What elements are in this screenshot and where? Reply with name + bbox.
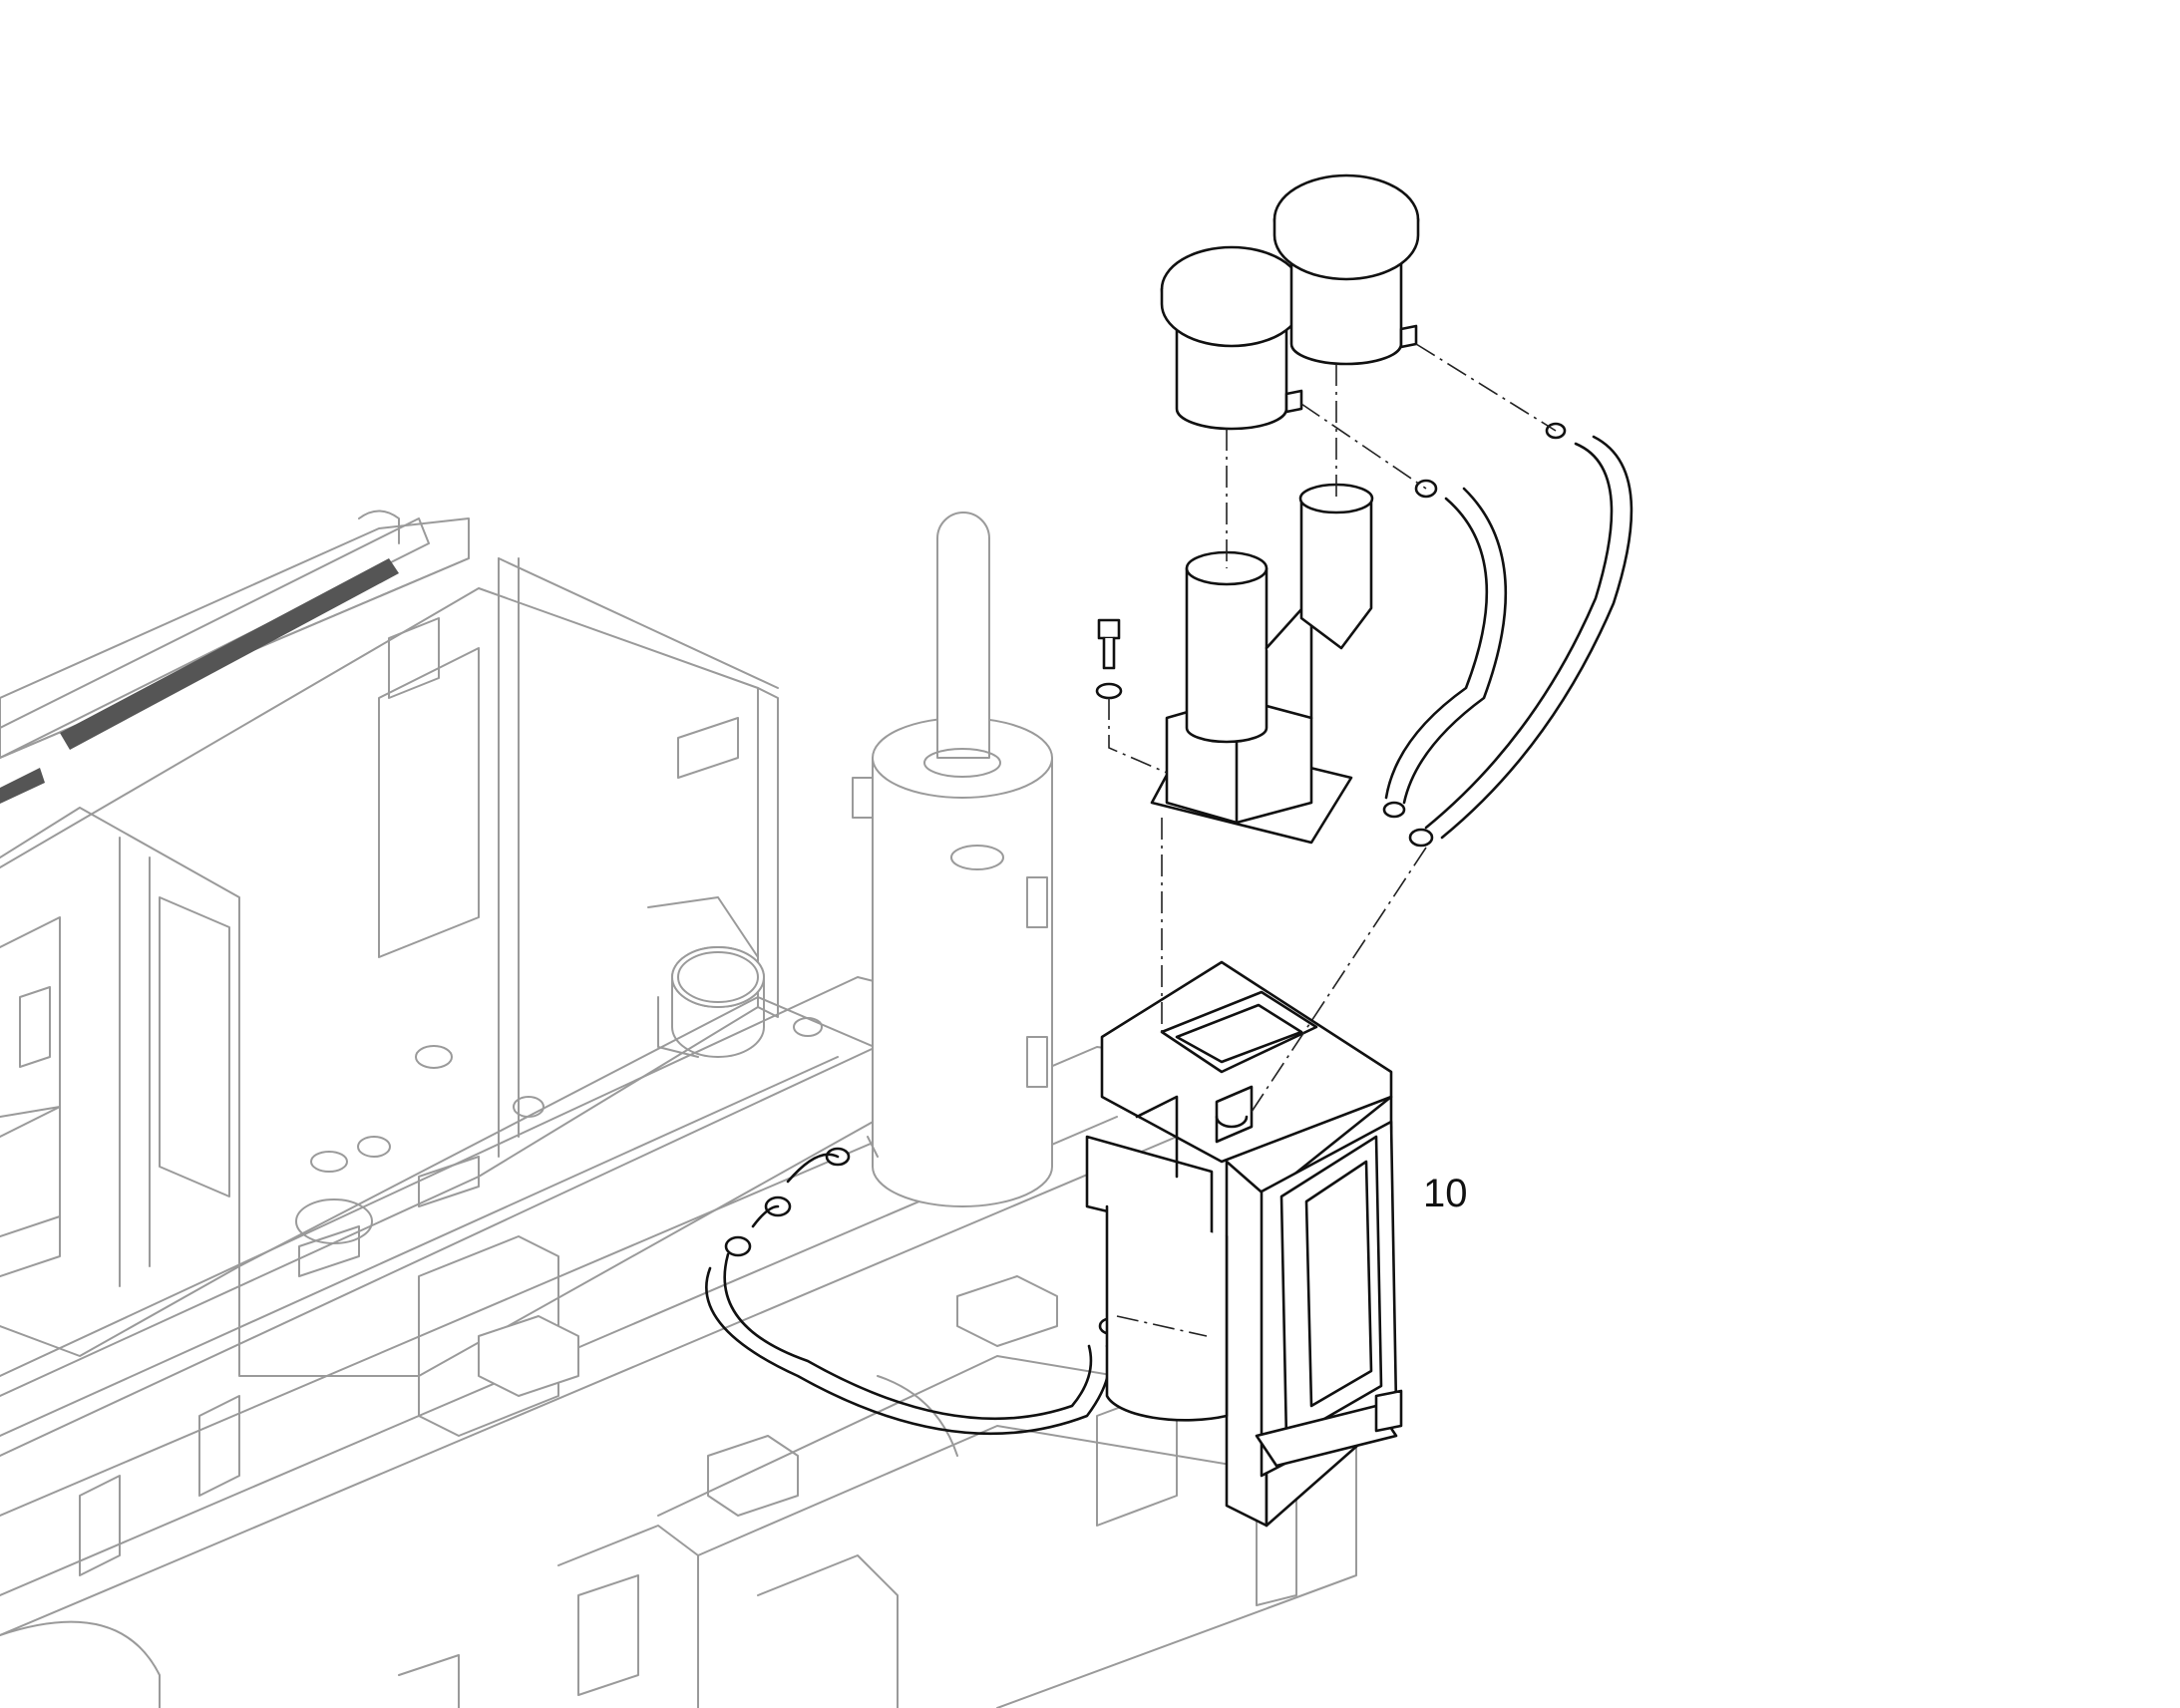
intake-cap-left (1160, 245, 1303, 431)
intake-cap-right (1272, 173, 1420, 366)
heater-hose-3 (705, 1252, 1111, 1436)
engine-hood-grille (0, 517, 430, 804)
callout-10: 10 (1423, 1172, 1468, 1215)
cab-heater-unit (1085, 960, 1403, 1528)
callout-label-cab-heater: 10 (1423, 1172, 1468, 1215)
cab-frame (0, 557, 779, 1397)
heater-hose-1 (1384, 487, 1508, 805)
heater-hose-2 (1424, 435, 1634, 840)
machine-frame-context (0, 510, 1357, 1708)
assembly-lines (1108, 343, 1557, 1337)
intake-duct (1150, 483, 1374, 845)
bolt (1095, 618, 1123, 700)
highlighted-parts (705, 173, 1634, 1528)
undercarriage (0, 976, 1357, 1708)
cab-air-duct (671, 946, 765, 1008)
muffler (852, 512, 1053, 1207)
hose-clamps (724, 422, 1567, 1336)
